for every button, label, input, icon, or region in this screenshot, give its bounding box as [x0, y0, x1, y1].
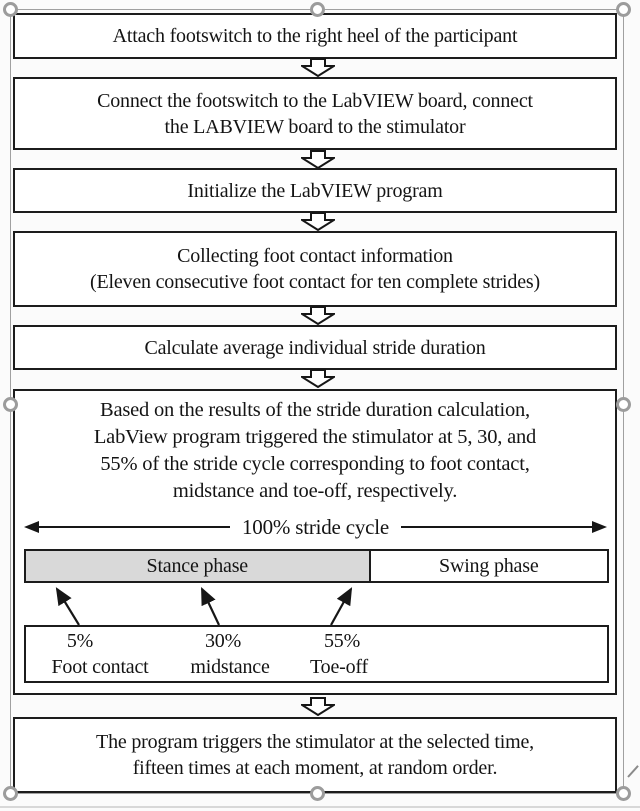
arrowhead-left-icon [24, 521, 39, 533]
marker-55pct: 55% [323, 630, 361, 652]
axis-line-left [39, 525, 230, 529]
stride-cycle-axis: 100% stride cycle [24, 514, 608, 540]
flow-box-attach-footswitch: Attach footswitch to the right heel of t… [13, 13, 617, 59]
resize-handle-bottom-left[interactable] [3, 786, 18, 801]
flow-box-connect-board: Connect the footswitch to the LabVIEW bo… [13, 77, 617, 150]
resize-cursor-artifact [627, 765, 639, 778]
down-arrow-icon [301, 306, 335, 325]
stride-cycle-label: 100% stride cycle [241, 515, 390, 539]
resize-handle-top-center[interactable] [310, 2, 325, 17]
resize-handle-bottom-right[interactable] [616, 786, 631, 801]
resize-handle-top-left[interactable] [3, 2, 18, 17]
marker-label-box: 5% 30% 55% Foot contact midstance Toe-of… [24, 625, 609, 683]
marker-30pct: 30% [204, 630, 242, 652]
flow-box-text-line2: (Eleven consecutive foot contact for ten… [90, 271, 540, 293]
flow-box-trigger-timing: Based on the results of the stride durat… [13, 389, 617, 695]
down-arrow-icon [301, 369, 335, 388]
marker-5pct: 5% [66, 630, 94, 652]
flow-box-text: Initialize the LabVIEW program [187, 179, 443, 202]
marker-foot-contact: Foot contact [51, 656, 149, 678]
paragraph-line1: Based on the results of the stride durat… [99, 399, 530, 421]
flow-box-program-triggers: The program triggers the stimulator at t… [13, 717, 617, 793]
swing-phase-label: Swing phase [439, 555, 539, 577]
down-arrow-icon [301, 58, 335, 77]
resize-handle-middle-left[interactable] [3, 397, 18, 412]
down-arrow-icon [301, 212, 335, 231]
paragraph-line2: LabView program triggered the stimulator… [93, 426, 537, 448]
gait-phase-bar: Stance phase Swing phase [24, 549, 609, 583]
flow-box-text: Attach footswitch to the right heel of t… [112, 25, 518, 47]
timing-paragraph: Based on the results of the stride durat… [15, 397, 615, 505]
flow-box-collect-contact: Collecting foot contact information (Ele… [13, 231, 617, 307]
down-arrow-icon [301, 150, 335, 169]
flow-box-text-line1: The program triggers the stimulator at t… [96, 731, 534, 753]
arrowhead-right-icon [592, 521, 608, 533]
swing-phase-cell: Swing phase [370, 551, 607, 581]
paragraph-line3: 55% of the stride cycle corresponding to… [100, 453, 530, 475]
axis-line-right [401, 525, 593, 529]
flow-box-text-line2: the LABVIEW board to the stimulator [164, 115, 466, 138]
marker-midstance: midstance [190, 656, 270, 678]
flow-box-calc-stride: Calculate average individual stride dura… [13, 325, 617, 370]
resize-handle-middle-right[interactable] [616, 397, 631, 412]
resize-handle-bottom-center[interactable] [310, 786, 325, 801]
flow-box-text-line2: fifteen times at each moment, at random … [132, 757, 498, 779]
stance-phase-cell: Stance phase [26, 551, 371, 581]
down-arrow-icon [301, 697, 335, 716]
marker-toe-off: Toe-off [310, 656, 368, 678]
stance-phase-label: Stance phase [146, 555, 249, 577]
flow-box-initialize-program: Initialize the LabVIEW program [13, 168, 617, 213]
flow-box-text-line1: Collecting foot contact information [177, 245, 453, 267]
flow-box-text: Calculate average individual stride dura… [144, 336, 486, 359]
flow-box-text-line1: Connect the footswitch to the LabVIEW bo… [97, 89, 533, 112]
resize-handle-top-right[interactable] [616, 2, 631, 17]
page-bottom-line [0, 806, 640, 808]
paragraph-line4: midstance and toe-off, respectively. [172, 480, 458, 502]
marker-arrows-icon [55, 587, 353, 625]
